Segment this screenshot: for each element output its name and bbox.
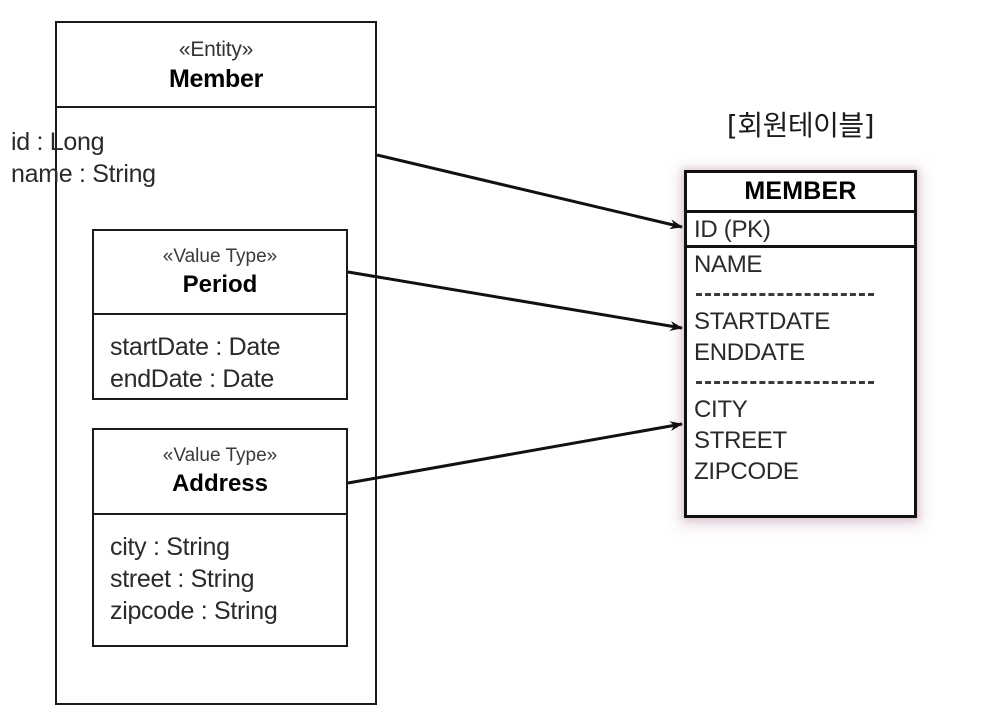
- value-type-attributes-period: startDate : Date endDate : Date: [110, 333, 281, 393]
- entity-name: Member: [168, 65, 264, 93]
- value-type-stereotype-period: «Value Type»: [162, 246, 278, 267]
- mapping-arrow-period-to-startdate: [347, 270, 683, 331]
- value-type-name-period: Period: [182, 271, 258, 298]
- value-type-name-address: Address: [171, 470, 269, 497]
- value-type-attributes-address: city : String street : String zipcode : …: [110, 533, 278, 625]
- mapping-arrow-address-to-city: [347, 421, 683, 485]
- value-type-header-address: «Value Type» Address: [94, 430, 346, 515]
- mapping-arrow-member-to-id: [376, 153, 683, 230]
- db-column-group-period: STARTDATE ENDDATE: [694, 308, 830, 366]
- db-table-caption: [회원테이블]: [726, 109, 875, 142]
- value-type-box-address[interactable]: «Value Type» Address: [92, 428, 348, 647]
- db-table-name: MEMBER: [687, 173, 914, 213]
- db-group-divider-2: [694, 368, 914, 394]
- value-type-box-period[interactable]: «Value Type» Period: [92, 229, 348, 400]
- db-column-list: NAME STARTDATE ENDDATE CITY STREET ZIPCO…: [687, 248, 914, 487]
- value-type-stereotype-address: «Value Type»: [162, 445, 278, 466]
- entity-attributes-member: id : Long name : String: [11, 128, 156, 188]
- db-column-primary-key: ID (PK): [687, 213, 914, 248]
- value-type-header-period: «Value Type» Period: [94, 231, 346, 315]
- db-column-group-name: NAME: [694, 251, 763, 278]
- entity-stereotype: «Entity»: [178, 38, 254, 61]
- db-column-group-address: CITY STREET ZIPCODE: [694, 396, 799, 485]
- entity-header-member: «Entity» Member: [57, 23, 375, 108]
- db-table-member[interactable]: MEMBER ID (PK) NAME STARTDATE ENDDATE CI…: [684, 170, 917, 518]
- db-group-divider-1: [694, 280, 914, 306]
